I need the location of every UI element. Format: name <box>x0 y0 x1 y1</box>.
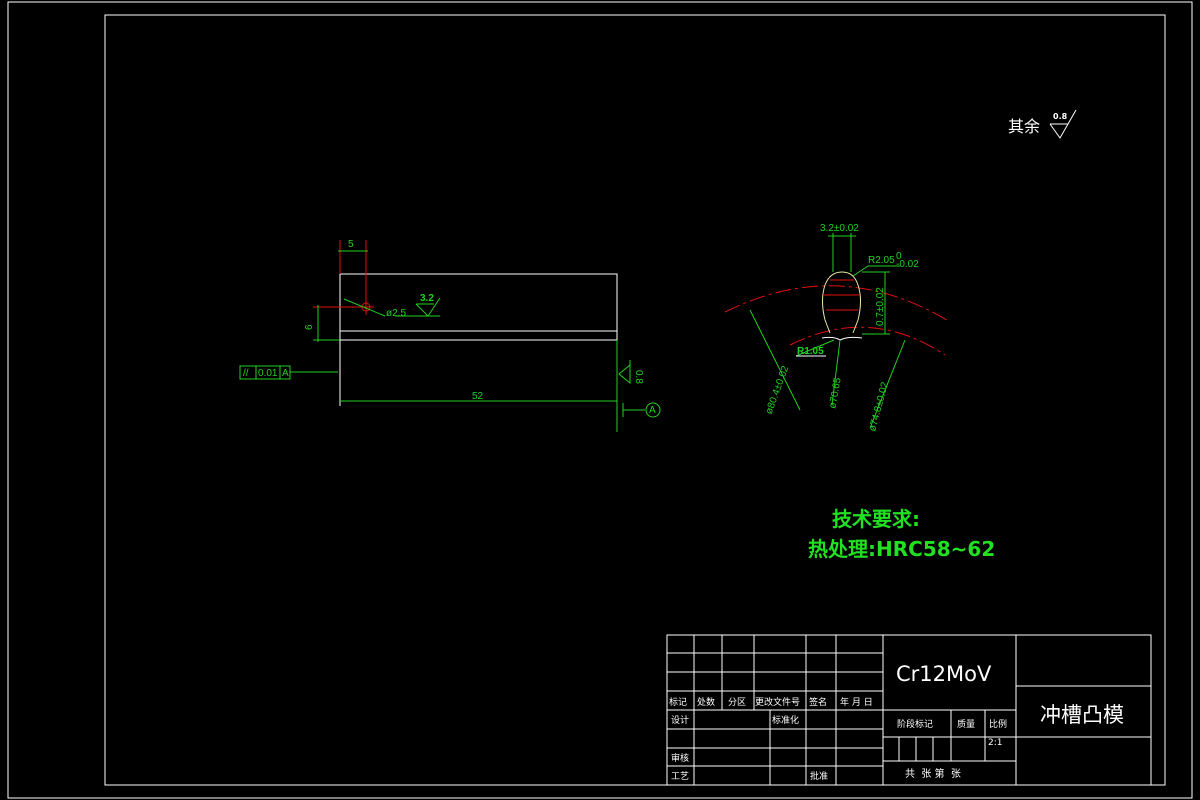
roughness-top: 3.2 <box>420 293 434 304</box>
sheet-info: 共 张 第 张 <box>905 767 961 780</box>
roughness-note: 其余 0.8 <box>1008 109 1077 139</box>
part-body <box>339 273 618 341</box>
roughness-note-label: 其余 <box>1008 117 1040 136</box>
depth-dim: 0.7±0.02 <box>875 287 886 326</box>
right-view: 3.2±0.02 R2.05 0 -0.02 0.7±0.02 R1.05 ø8… <box>724 223 951 433</box>
label-zone: 分区 <box>728 697 746 708</box>
tech-requirements: 技术要求: 热处理:HRC58~62 <box>808 507 995 561</box>
dia-outer: ø80.4±0.02 <box>764 364 792 416</box>
title-block: Cr12MoV 冲槽凸模 标记 处数 分区 更改文件号 签名 年 月 日 设计 … <box>666 634 1152 786</box>
radius-tol-upper: 0 <box>896 251 902 262</box>
label-mass: 质量 <box>957 718 975 730</box>
tolerance-datum: A <box>282 368 289 379</box>
tolerance-value: 0.01 <box>258 368 278 379</box>
label-mark: 标记 <box>669 696 687 708</box>
datum-label: A <box>649 405 656 416</box>
roughness-3-2-icon <box>415 297 441 317</box>
label-date: 年 月 日 <box>840 696 873 708</box>
heat-treatment: 热处理:HRC58~62 <box>808 537 995 561</box>
label-review: 审核 <box>671 752 689 764</box>
radius-tol-lower: -0.02 <box>896 259 919 270</box>
dia-inner: ø74.8±0.02 <box>867 381 891 433</box>
scale-value: 2:1 <box>988 738 1002 748</box>
roughness-note-value: 0.8 <box>1053 112 1068 121</box>
fillet-dim: R1.05 <box>797 346 824 357</box>
label-signature: 签名 <box>809 696 827 708</box>
dim-length: 52 <box>472 391 484 402</box>
width-dim: 3.2±0.02 <box>820 223 859 234</box>
label-scale: 比例 <box>989 718 1007 730</box>
roughness-end: 0.8 <box>633 370 644 384</box>
dim-height: 6 <box>304 324 315 330</box>
left-view: 5 6 ø2.5 3.2 52 // 0.01 A 0.8 A <box>239 239 661 432</box>
roughness-symbol-icon <box>1049 109 1077 139</box>
inner-arc <box>789 326 946 356</box>
label-process: 工艺 <box>671 771 689 782</box>
tech-title: 技术要求: <box>832 507 920 531</box>
material: Cr12MoV <box>896 662 992 686</box>
label-change-doc: 更改文件号 <box>755 696 800 708</box>
dia-mid: ø70.65 <box>827 376 843 409</box>
outer-arc <box>724 285 951 323</box>
punch-profile <box>822 271 861 334</box>
radius-dim: R2.05 <box>868 255 895 266</box>
tolerance-symbol: // <box>243 368 249 379</box>
label-count: 处数 <box>697 696 715 708</box>
label-design: 设计 <box>671 714 689 726</box>
outer-frame <box>7 1 1193 799</box>
hole-dia: ø2.5 <box>386 308 406 319</box>
label-standardize: 标准化 <box>772 714 799 726</box>
roughness-0-8-icon <box>618 360 631 385</box>
dim-width: 5 <box>348 239 354 250</box>
label-stage-mark: 阶段标记 <box>897 718 933 730</box>
inner-frame <box>104 14 1166 786</box>
part-name: 冲槽凸模 <box>1040 703 1124 727</box>
label-approve: 批准 <box>810 770 828 782</box>
